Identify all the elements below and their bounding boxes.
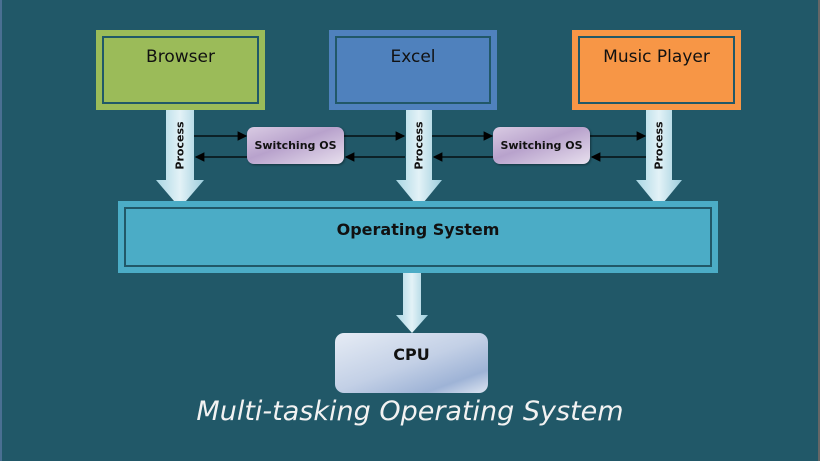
cpu-label: CPU bbox=[393, 345, 430, 364]
excel-label: Excel bbox=[335, 36, 491, 104]
os-to-cpu-arrow bbox=[396, 266, 428, 333]
operating-system-label: Operating System bbox=[124, 207, 712, 267]
browser-box: Browser bbox=[96, 30, 265, 110]
diagram-title: Multi-tasking Operating System bbox=[196, 396, 624, 427]
left-edge-line bbox=[0, 0, 2, 461]
process-label-excel: Process bbox=[412, 121, 426, 170]
music-player-label: Music Player bbox=[578, 36, 735, 104]
switching-os-label-1: Switching OS bbox=[254, 139, 337, 152]
music-player-box: Music Player bbox=[572, 30, 741, 110]
operating-system-box: Operating System bbox=[118, 201, 718, 273]
switching-os-label-2: Switching OS bbox=[500, 139, 583, 152]
process-arrow-browser bbox=[156, 102, 204, 208]
excel-box: Excel bbox=[329, 30, 497, 110]
browser-label: Browser bbox=[102, 36, 259, 104]
right-edge-line bbox=[818, 0, 820, 461]
switching-os-box-1: Switching OS bbox=[247, 127, 344, 164]
process-label-music: Process bbox=[652, 121, 666, 170]
process-label-browser: Process bbox=[173, 121, 187, 170]
process-arrow-excel bbox=[396, 102, 442, 208]
switching-os-box-2: Switching OS bbox=[493, 127, 590, 164]
process-arrow-music bbox=[636, 102, 682, 208]
cpu-box: CPU bbox=[335, 333, 488, 393]
